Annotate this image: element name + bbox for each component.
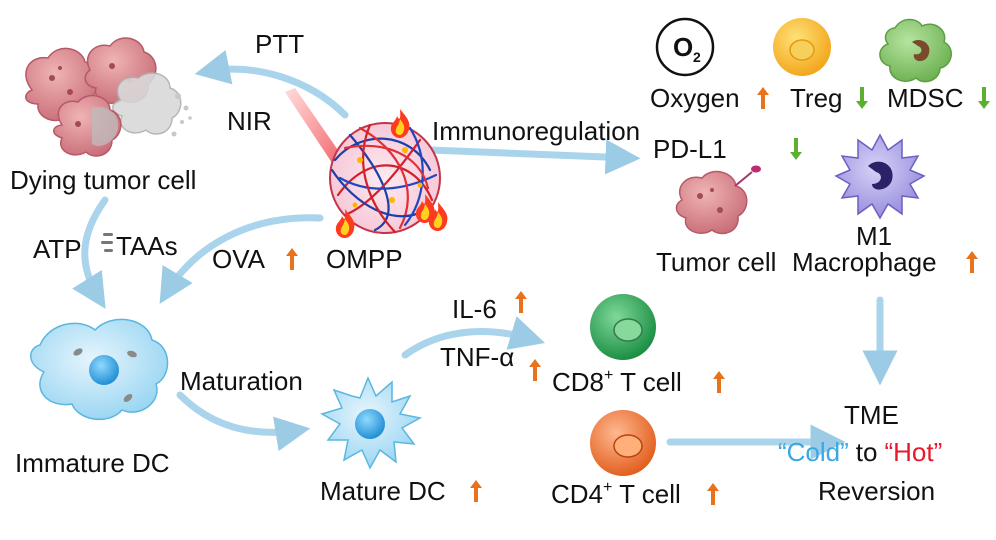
taas-label: TAAs (116, 231, 178, 261)
reversion-label: Reversion (818, 476, 935, 506)
mdsc-label: MDSC (887, 83, 964, 113)
m1-label: M1 (856, 221, 892, 251)
maturation-arrow (176, 391, 311, 452)
ompp-nanoparticle (329, 109, 448, 238)
ompp-label: OMPP (326, 244, 403, 274)
flow-arrows (72, 50, 898, 460)
cd4-t-cell-label: CD4+ T cell (551, 479, 681, 509)
dying-tumor-cell-label: Dying tumor cell (10, 165, 196, 195)
taa-fragments-icon (101, 233, 113, 252)
tumor-cell-icon-3 (53, 94, 122, 157)
pd-l1-label: PD-L1 (653, 134, 727, 164)
ova-arrow (159, 214, 324, 305)
cd8-t-cell-icon (590, 294, 656, 360)
o2-subscript: 2 (693, 49, 701, 65)
mature-dc-label: Mature DC (320, 476, 446, 506)
immunoregulation-arrow (426, 139, 641, 175)
cd4-t-cell-icon (590, 410, 656, 476)
mdsc-cell-icon (879, 18, 952, 83)
immature-dc-icon (30, 318, 169, 421)
ptt-arrow (194, 50, 349, 119)
oxygen-label: Oxygen (650, 83, 740, 113)
ova-label: OVA (212, 244, 266, 274)
o2-symbol: O (673, 32, 693, 62)
il6-label: IL-6 (452, 294, 497, 324)
immunoregulation-label: Immunoregulation (432, 116, 640, 146)
macrophage-icon (834, 133, 926, 220)
dying-tumor-cells (25, 37, 192, 157)
il6-arrow (401, 316, 546, 359)
dying-to-immature-arrow (72, 196, 109, 309)
mature-dc-icon (320, 376, 423, 470)
immature-dc-label: Immature DC (15, 448, 170, 478)
cd8-t-cell-label: CD8+ T cell (552, 367, 682, 397)
ptt-label: PTT (255, 29, 304, 59)
atp-label: ATP (33, 234, 82, 264)
labels: PTT NIR Dying tumor cell ATP TAAs OVA OM… (10, 29, 964, 509)
tumor-cell-right-icon (675, 165, 761, 235)
macrophage-label: Macrophage (792, 247, 937, 277)
cold-to-hot-label: “Cold”to“Hot” (778, 437, 942, 467)
treg-cell-icon (773, 18, 831, 76)
tumor-cell-label: Tumor cell (656, 247, 776, 277)
dying-cell-icon (112, 72, 192, 137)
tnf-alpha-label: TNF-α (440, 342, 514, 372)
tme-label: TME (844, 400, 899, 430)
maturation-label: Maturation (180, 366, 303, 396)
oxygen-icon: O 2 (655, 17, 715, 77)
treg-label: Treg (790, 83, 843, 113)
nir-label: NIR (227, 106, 272, 136)
